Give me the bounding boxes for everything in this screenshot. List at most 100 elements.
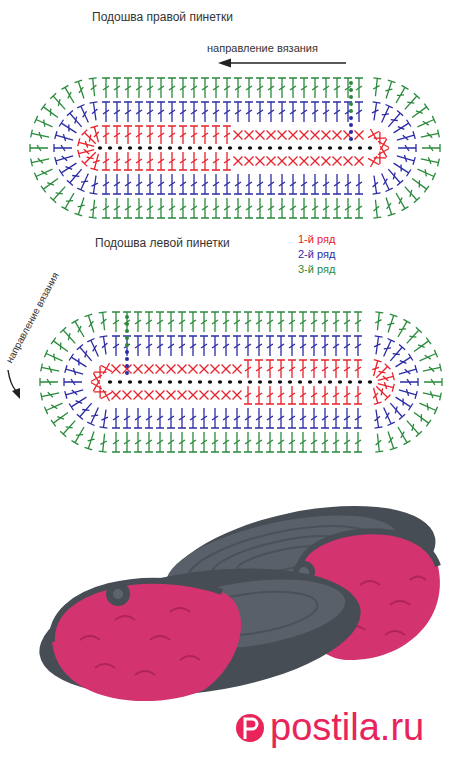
stitch-symbol xyxy=(277,386,285,404)
stitch-symbol xyxy=(373,200,381,218)
stitch-symbol xyxy=(167,365,176,374)
stitch-symbol xyxy=(65,365,83,375)
chain-stitch xyxy=(349,123,353,127)
legend-text: 2-й ряд xyxy=(298,248,335,260)
stitch-symbol xyxy=(412,104,429,118)
stitch-symbol xyxy=(189,391,198,400)
chain-stitch xyxy=(98,146,102,149)
stitch-symbol xyxy=(112,432,120,452)
stitch-symbol xyxy=(60,327,75,343)
stitch-symbol xyxy=(102,126,110,144)
stitch-symbol xyxy=(244,386,252,404)
stitch-symbol xyxy=(277,336,285,356)
stitch-symbol xyxy=(102,152,110,170)
chain-stitch xyxy=(268,146,272,149)
stitch-symbol xyxy=(388,431,397,449)
stitch-symbol xyxy=(212,126,220,144)
stitch-symbol xyxy=(167,408,175,428)
stitch-symbol xyxy=(89,102,97,120)
chain-stitch xyxy=(238,380,242,383)
stitch-symbol xyxy=(157,102,165,122)
chain-stitch xyxy=(178,380,182,383)
stitch-symbol xyxy=(112,365,121,374)
crochet-chart xyxy=(40,312,442,452)
stitch-symbol xyxy=(278,174,286,194)
stitch-symbol xyxy=(222,432,230,452)
stitch-symbol xyxy=(168,102,176,122)
stitch-symbol xyxy=(135,152,143,170)
chain-stitch xyxy=(349,109,353,113)
stitch-symbol xyxy=(234,78,242,98)
stitch-symbol xyxy=(396,193,408,211)
chain-stitch xyxy=(349,130,353,134)
stitch-symbol xyxy=(288,360,296,378)
stitch-symbol xyxy=(60,421,75,437)
chain-stitch xyxy=(338,380,342,383)
chain-stitch xyxy=(125,329,129,333)
stitch-symbol xyxy=(355,174,363,194)
stitch-symbol xyxy=(288,312,296,332)
slippers-photo xyxy=(31,484,446,713)
stitch-symbol xyxy=(233,365,242,374)
stitch-symbol xyxy=(310,312,318,332)
stitch-symbol xyxy=(72,427,84,445)
chain-stitch xyxy=(258,146,262,149)
stitch-symbol xyxy=(394,120,411,133)
stitch-symbol xyxy=(156,312,164,332)
stitch-symbol xyxy=(157,152,165,170)
chain-stitch xyxy=(125,315,129,319)
stitch-symbol xyxy=(167,391,176,400)
stitch-symbol xyxy=(267,78,275,98)
stitch-symbol xyxy=(156,336,164,356)
stitch-symbol xyxy=(85,431,95,449)
stitch-symbol xyxy=(178,312,186,332)
chain-stitch xyxy=(318,380,322,383)
stitch-symbol xyxy=(390,345,405,361)
stitch-symbol xyxy=(255,360,263,378)
chain-stitch xyxy=(328,146,332,149)
stitch-symbol xyxy=(322,174,330,194)
stitch-symbol xyxy=(223,174,231,194)
direction-arrow xyxy=(8,370,20,399)
slipper-sole xyxy=(31,550,369,714)
stitch-symbol xyxy=(233,391,242,400)
stitch-symbol xyxy=(113,152,121,170)
stitch-symbol xyxy=(178,408,186,428)
stitch-symbol xyxy=(256,102,264,122)
stitch-symbol xyxy=(200,312,208,332)
stitch-symbol xyxy=(267,198,275,218)
stitch-symbol xyxy=(375,312,383,330)
stitch-symbol xyxy=(423,391,441,400)
stitch-symbol xyxy=(321,312,329,332)
stitch-symbol xyxy=(332,432,340,452)
stitch-symbol xyxy=(355,198,363,218)
chain-stitch xyxy=(148,146,152,149)
stitch-symbol xyxy=(289,78,297,98)
arrow-line xyxy=(8,370,16,391)
chain-stitch xyxy=(368,380,372,383)
stitch-symbol xyxy=(322,131,331,140)
stitch-symbol xyxy=(256,131,265,140)
chain-stitch xyxy=(258,380,262,383)
stitch-symbol xyxy=(124,102,132,122)
stitch-symbol xyxy=(256,198,264,218)
stitch-symbol xyxy=(384,407,395,425)
chain-stitch xyxy=(198,380,202,383)
stitch-symbol xyxy=(41,392,59,400)
stitch-symbol xyxy=(245,78,253,98)
stitch-symbol xyxy=(91,380,102,391)
stitch-symbol xyxy=(373,176,381,194)
stitch-symbol xyxy=(288,386,296,404)
stitch-symbol xyxy=(311,78,319,98)
stitch-symbol xyxy=(398,319,410,337)
rosette xyxy=(113,589,123,599)
stitch-symbol xyxy=(59,120,76,133)
chain-stitch xyxy=(238,146,242,149)
stitch-symbol xyxy=(189,408,197,428)
stitch-symbol xyxy=(167,312,175,332)
chain-stitch xyxy=(349,116,353,120)
stitch-symbol xyxy=(343,408,351,428)
stitch-symbol xyxy=(418,169,436,180)
stitch-symbol xyxy=(222,365,231,374)
stitch-symbol xyxy=(222,336,230,356)
